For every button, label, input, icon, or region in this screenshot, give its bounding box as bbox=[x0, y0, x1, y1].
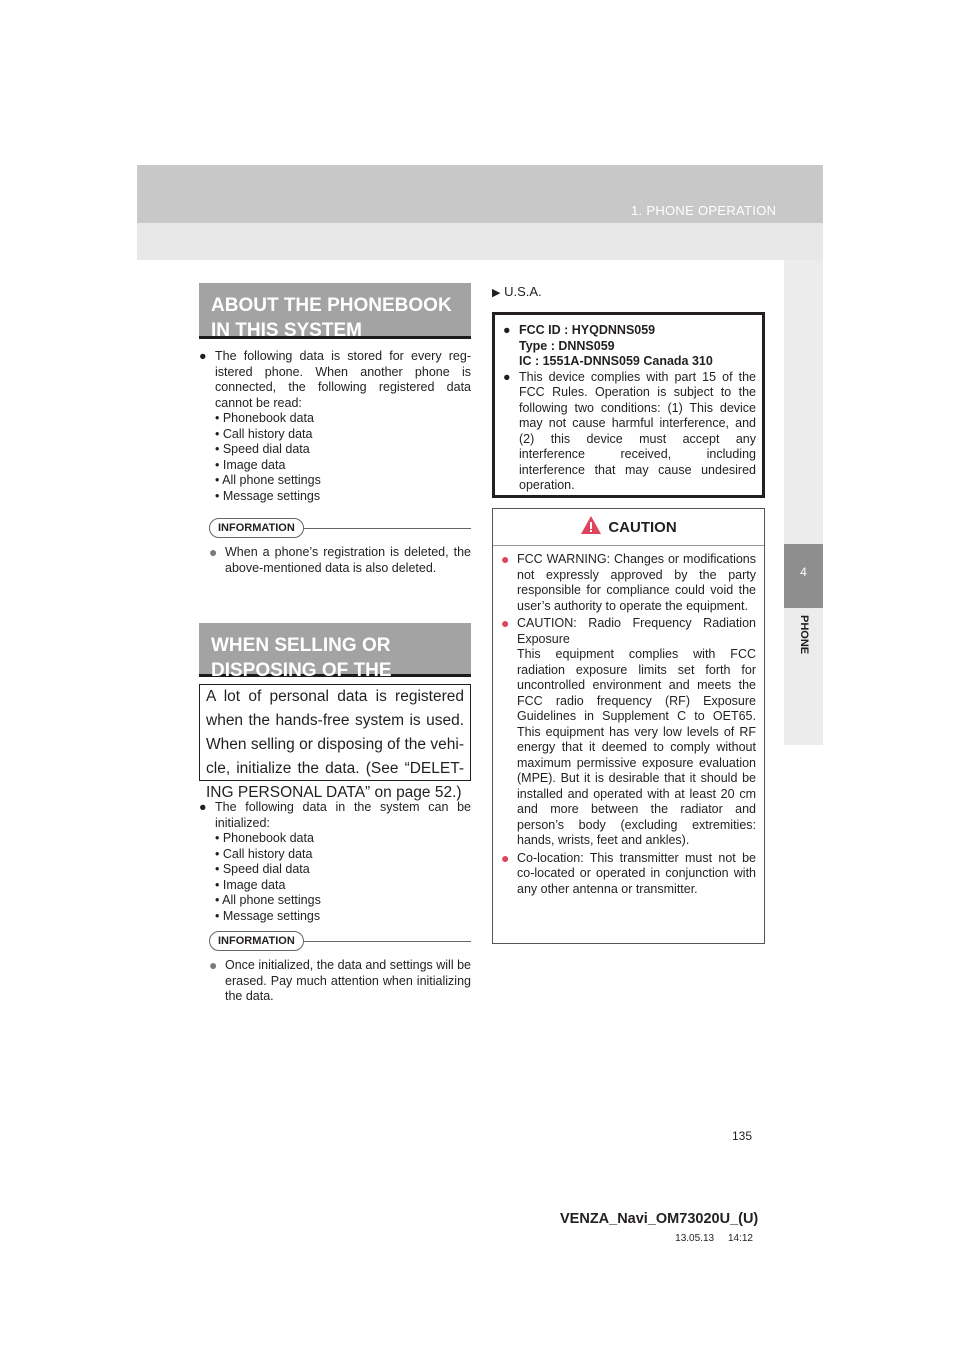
region-label: U.S.A. bbox=[504, 284, 542, 299]
info-note-text: When a phone’s registration is deleted, … bbox=[225, 545, 471, 575]
info-note-1: ● When a phone’s registration is deleted… bbox=[209, 544, 471, 576]
caution-text: This equipment complies with FCC radiati… bbox=[517, 647, 756, 847]
bullet-dot-icon: ● bbox=[503, 369, 511, 384]
list-item: • Image data bbox=[215, 457, 286, 472]
caution-text: Co-location: This transmitter must not b… bbox=[517, 850, 756, 896]
fcc-compliance-text: This device complies with part 15 of the… bbox=[519, 369, 756, 493]
caution-body: ● FCC WARNING: Changes or modifications … bbox=[493, 546, 764, 897]
caution-box: CAUTION ● FCC WARNING: Changes or modifi… bbox=[492, 508, 765, 944]
info-note-item: ● When a phone’s registration is deleted… bbox=[209, 544, 471, 576]
list-item: • Message settings bbox=[215, 908, 321, 923]
caution-subtitle: CAUTION: Radio Frequency Radiation Expos… bbox=[517, 616, 756, 646]
section-title: 1. PHONE OPERATION bbox=[631, 203, 777, 218]
info-divider bbox=[209, 941, 471, 942]
section-banner-phonebook: ABOUT THE PHONEBOOK IN THIS SYSTEM bbox=[199, 283, 471, 341]
selling-section: ● The following data in the system can b… bbox=[199, 800, 471, 924]
bullet-dot-icon: ● bbox=[503, 323, 511, 337]
info-note-2: ● Once initialized, the data and setting… bbox=[209, 957, 471, 1005]
fcc-ic: IC : 1551A-DNNS059 Canada 310 bbox=[519, 354, 713, 368]
fcc-id: FCC ID : HYQDNNS059 bbox=[519, 323, 656, 337]
triangle-right-icon: ▶ bbox=[492, 287, 501, 299]
list-item: • Message settings bbox=[215, 488, 321, 503]
side-tab-active bbox=[784, 544, 823, 608]
info-badge-1: INFORMATION bbox=[209, 518, 304, 538]
info-badge-2: INFORMATION bbox=[209, 931, 304, 951]
info-divider bbox=[209, 528, 471, 529]
highlight-box: A lot of personal data is registered whe… bbox=[199, 684, 471, 801]
list-item: • Speed dial data bbox=[215, 442, 310, 456]
document-id: VENZA_Navi_OM73020U_(U) bbox=[560, 1211, 759, 1227]
info-note-text: Once initialized, the data and settings … bbox=[225, 958, 471, 1003]
section-banner-selling: WHEN SELLING OR DISPOSING OF THE VEHICLE bbox=[199, 623, 471, 706]
chapter-label: PHONE bbox=[798, 615, 810, 655]
info-bullet-icon: ● bbox=[209, 544, 218, 560]
caution-item: ● CAUTION: Radio Frequency Radiation Exp… bbox=[501, 615, 756, 849]
caution-title: CAUTION bbox=[608, 519, 677, 536]
fcc-info-box: ● FCC ID : HYQDNNS059 Type : DNNS059 IC … bbox=[492, 312, 765, 498]
fcc-type: Type : DNNS059 bbox=[519, 338, 615, 353]
list-item: • Image data bbox=[215, 877, 286, 892]
bullet-dot-icon: ● bbox=[199, 349, 207, 363]
info-note-item: ● Once initialized, the data and setting… bbox=[209, 957, 471, 1005]
list-item: • All phone settings bbox=[215, 893, 321, 907]
fcc-compliance-item: ● This device complies with part 15 of t… bbox=[503, 370, 756, 494]
side-tab bbox=[784, 260, 823, 745]
phonebook-section: ● The following data is stored for every… bbox=[199, 349, 471, 504]
list-item: • Phonebook data bbox=[215, 411, 314, 425]
page-header-bar bbox=[137, 165, 823, 223]
data-list-1: • Phonebook data • Call history data • S… bbox=[199, 411, 471, 504]
caution-text: FCC WARNING: Changes or modifications no… bbox=[517, 552, 756, 613]
list-item: • Call history data bbox=[215, 846, 313, 861]
caution-bullet-icon: ● bbox=[501, 615, 510, 631]
caution-bullet-icon: ● bbox=[501, 551, 510, 567]
fcc-id-item: ● FCC ID : HYQDNNS059 Type : DNNS059 IC … bbox=[503, 323, 756, 370]
page-number: 135 bbox=[731, 1129, 752, 1143]
caution-item: ● FCC WARNING: Changes or modifications … bbox=[501, 551, 756, 614]
info-bullet-icon: ● bbox=[209, 957, 218, 973]
list-item: • Speed dial data bbox=[215, 862, 310, 876]
document-date: 13.05.13 14:12 bbox=[675, 1233, 753, 1244]
list-item: • Phonebook data bbox=[215, 831, 314, 845]
caution-header: CAUTION bbox=[493, 509, 764, 546]
region-heading: ▶ U.S.A. bbox=[492, 284, 542, 299]
bullet-item: ● The following data in the system can b… bbox=[199, 800, 471, 831]
bullet-item: ● The following data is stored for every… bbox=[199, 349, 471, 411]
data-list-2: • Phonebook data • Call history data • S… bbox=[199, 831, 471, 924]
list-item: • All phone settings bbox=[215, 473, 321, 487]
bullet-text: The following data is stored for every r… bbox=[215, 349, 471, 410]
bullet-text: The following data in the system can be … bbox=[215, 800, 471, 830]
caution-bullet-icon: ● bbox=[501, 849, 510, 866]
warning-triangle-icon bbox=[581, 516, 602, 534]
bullet-dot-icon: ● bbox=[199, 800, 207, 814]
caution-item: ● Co-location: This transmitter must not… bbox=[501, 849, 756, 898]
list-item: • Call history data bbox=[215, 426, 313, 441]
chapter-number: 4 bbox=[800, 565, 807, 579]
